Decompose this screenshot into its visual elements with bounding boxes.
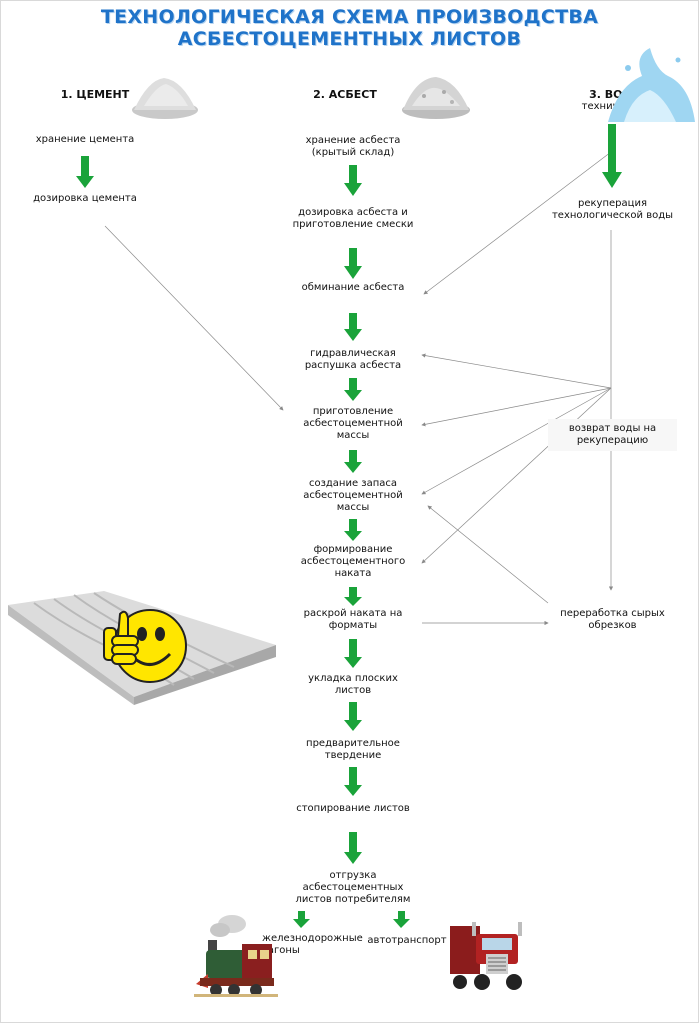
node-cutting: раскрой наката на форматы — [303, 608, 403, 631]
node-asbestos-dosing: дозировка асбеста и приготовление смески — [292, 207, 414, 230]
header-cement: 1. ЦЕМЕНТ — [60, 88, 130, 101]
arrow-asbestos-9 — [344, 702, 362, 731]
asbestos-powder-icon — [402, 77, 470, 119]
node-hydraulic-fluffing: гидравлическая распушка асбеста — [304, 348, 402, 371]
node-asbestos-crumpling: обминание асбеста — [301, 282, 405, 293]
node-scrap-processing: переработка сырых обрезков — [560, 608, 665, 631]
node-truck: автотранспорт — [367, 935, 447, 946]
arrow-asbestos-11 — [344, 832, 362, 864]
arrow-water-down — [602, 124, 622, 188]
node-mass-preparation: приготовление асбестоцементной массы — [303, 406, 403, 441]
arrow-asbestos-8 — [344, 639, 362, 668]
thumbs-up-smiley-icon — [103, 609, 187, 683]
locomotive-icon — [194, 915, 278, 997]
page-title: ТЕХНОЛОГИЧЕСКАЯ СХЕМА ПРОИЗВОДСТВА АСБЕС… — [100, 6, 599, 50]
arrow-to-truck — [393, 911, 410, 928]
arrow-asbestos-7 — [344, 587, 362, 606]
node-sheet-forming: формирование асбестоцементного наката — [300, 544, 406, 579]
node-water-return: возврат воды на рекуперацию — [548, 419, 677, 451]
arrow-asbestos-10 — [344, 767, 362, 796]
arrow-asbestos-1 — [344, 165, 362, 196]
arrow-asbestos-2 — [344, 248, 362, 279]
node-mass-reserve: создание запаса асбестоцементной массы — [303, 478, 403, 513]
node-railway: железнодорожные вагоны — [262, 933, 363, 956]
arrow-asbestos-3 — [344, 313, 362, 341]
header-asbestos: 2. АСБЕСТ — [313, 88, 377, 101]
water-splash-icon — [608, 48, 695, 122]
node-water-recuperation: рекуперация технологической воды — [551, 198, 674, 221]
arrow-asbestos-6 — [344, 519, 362, 541]
node-asbestos-storage: хранение асбеста (крытый склад) — [305, 135, 401, 158]
node-cement-storage: хранение цемента — [35, 134, 135, 145]
arrow-to-railway — [293, 911, 310, 928]
cement-powder-icon — [132, 78, 198, 119]
node-cement-dosing: дозировка цемента — [33, 193, 137, 204]
arrow-cement-down — [76, 156, 94, 188]
truck-icon — [450, 922, 522, 990]
node-flat-stacking: укладка плоских листов — [308, 673, 398, 696]
arrow-asbestos-5 — [344, 450, 362, 473]
node-shipping: отгрузка асбестоцементных листов потреби… — [295, 870, 411, 905]
node-pre-hardening: предварительное твердение — [306, 738, 400, 761]
node-stacking: стопирование листов — [296, 803, 410, 814]
arrow-asbestos-4 — [344, 378, 362, 401]
